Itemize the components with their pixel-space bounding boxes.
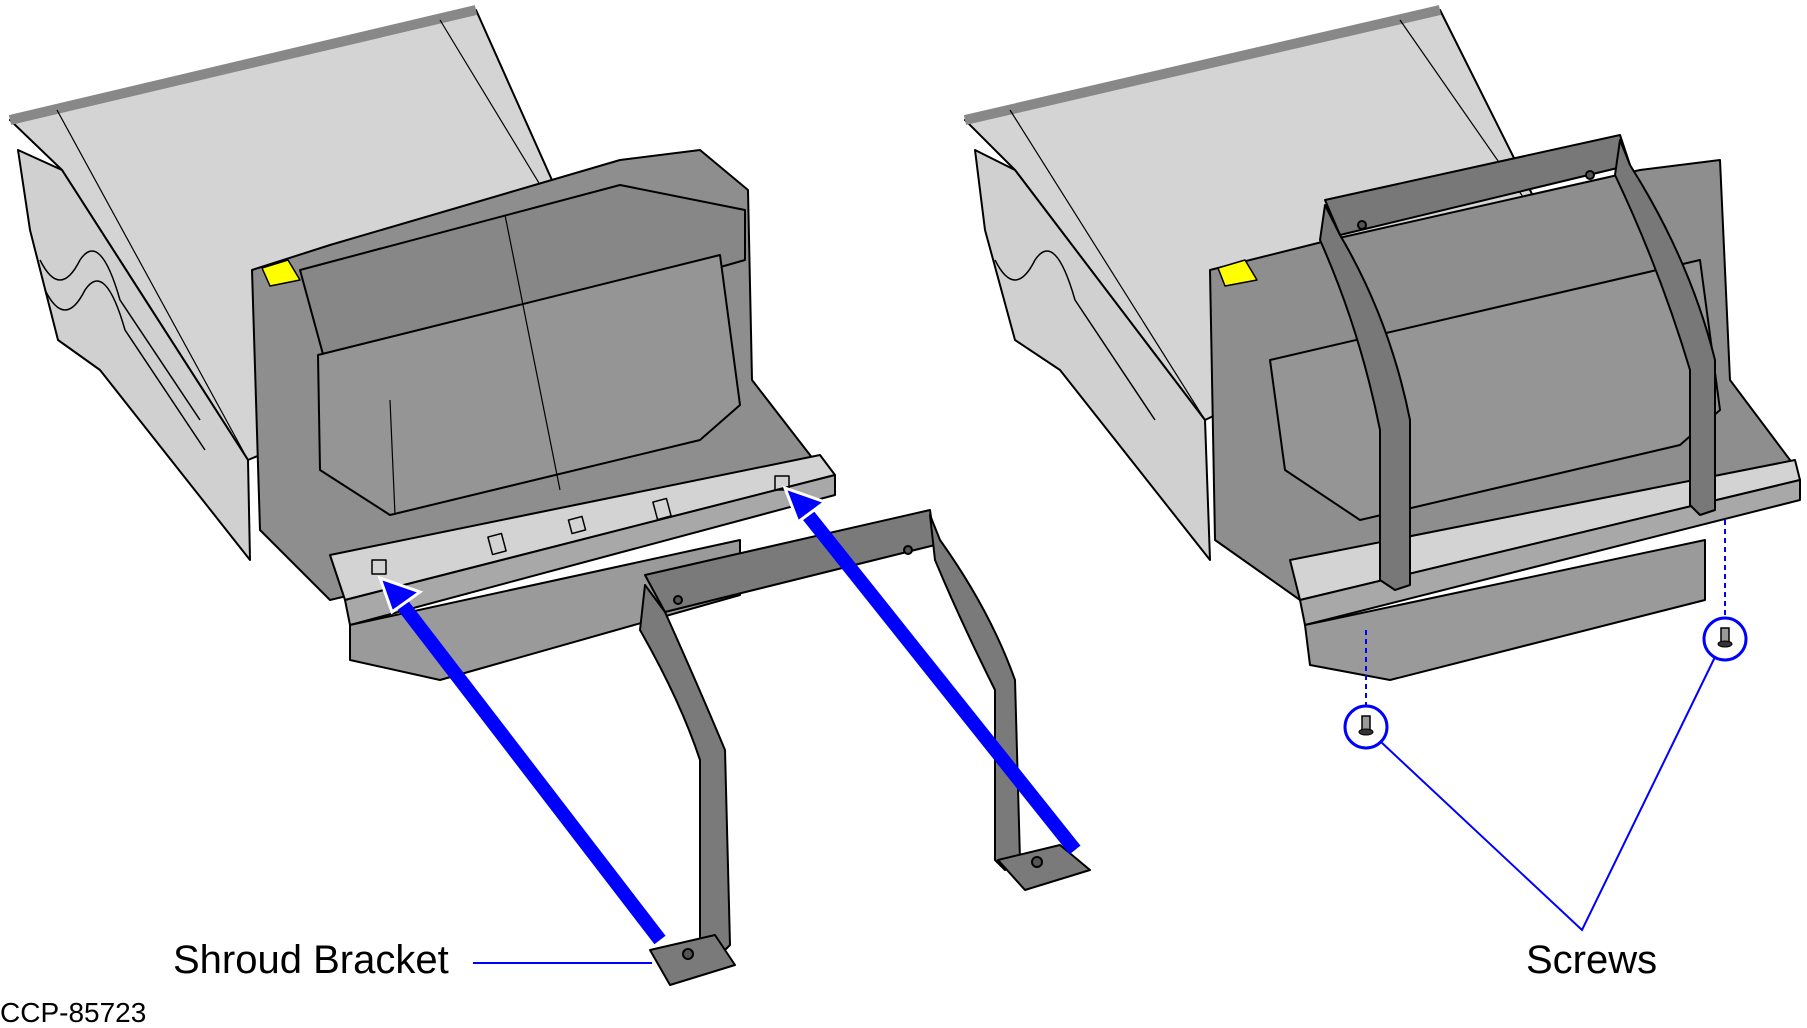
arrow-right-head	[782, 485, 829, 525]
screw-right-icon	[1717, 627, 1733, 648]
left-yellow-button	[261, 259, 301, 287]
install-arrows	[377, 485, 1081, 945]
screws-leader-line	[1380, 656, 1716, 932]
installed-bracket-right-leg	[1614, 139, 1716, 516]
arrow-left-head	[377, 575, 424, 615]
bracket-right-foot-screw-hole	[1031, 856, 1043, 868]
screw-left-icon	[1358, 715, 1374, 736]
left-scanner-assembly	[8, 5, 836, 681]
shroud-bracket-detached	[639, 509, 1091, 986]
screw-right-circle	[1702, 616, 1748, 662]
screws-label: Screws	[1526, 938, 1658, 982]
bracket-left-leg	[639, 584, 731, 961]
left-side-frame	[17, 149, 251, 561]
arrow-right-shaft	[794, 500, 1081, 855]
shroud-bracket-installed	[1319, 134, 1716, 591]
shroud-bracket-label: Shroud Bracket	[173, 938, 449, 982]
right-yellow-button	[1217, 259, 1258, 287]
bracket-right-foot	[997, 844, 1091, 891]
bracket-left-foot-screw-hole	[682, 948, 694, 960]
bracket-left-foot	[649, 934, 736, 986]
screw-left-circle	[1343, 704, 1389, 750]
arrow-left-shaft	[389, 590, 666, 945]
figure-code-label: CCP-85723	[0, 997, 147, 1028]
right-side-frame	[974, 149, 1211, 561]
screws-callout	[1343, 520, 1748, 932]
installed-bracket-left-leg	[1319, 204, 1411, 591]
